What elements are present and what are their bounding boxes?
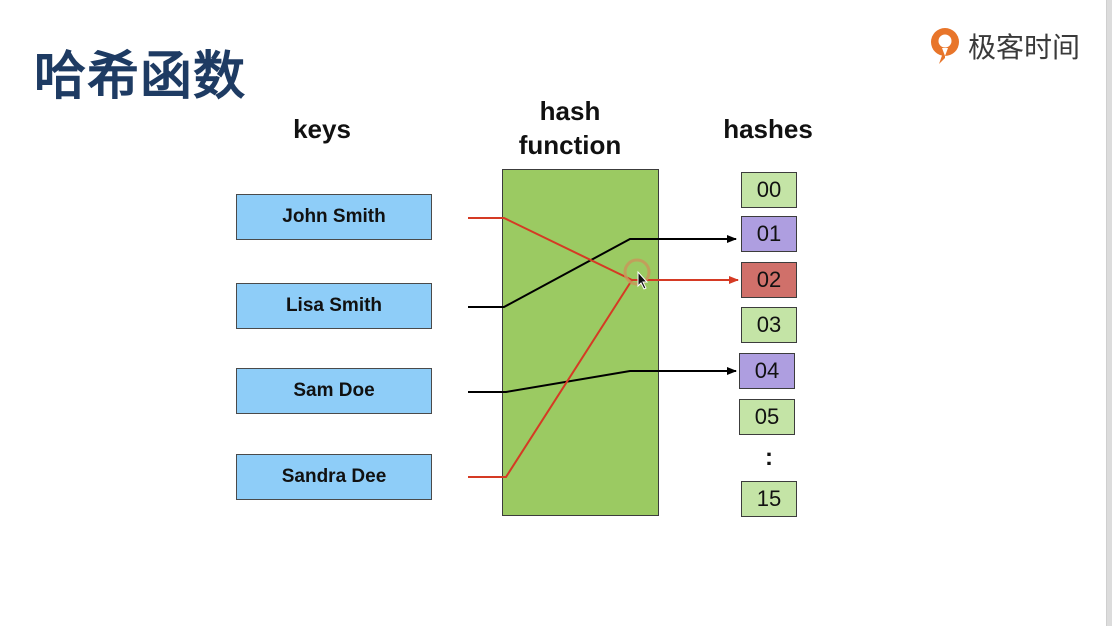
page-title: 哈希函数 bbox=[34, 47, 247, 107]
hash-function-box bbox=[502, 169, 659, 516]
hash-slot-02: 02 bbox=[741, 262, 797, 298]
key-box-sam-doe: Sam Doe bbox=[236, 368, 432, 414]
line-sam-doe-to-04 bbox=[468, 367, 737, 393]
hash-function-header-line2: function bbox=[518, 130, 622, 160]
click-highlight-icon bbox=[623, 258, 651, 286]
logo-text: 极客时间 bbox=[968, 31, 1081, 64]
mouse-cursor-icon bbox=[637, 270, 649, 290]
hash-slot-05: 05 bbox=[739, 399, 795, 435]
key-box-sandra-dee: Sandra Dee bbox=[236, 454, 432, 500]
geektime-logo-icon bbox=[931, 28, 959, 64]
hash-function-header-line1: hash bbox=[539, 96, 601, 126]
hashes-header: hashes bbox=[723, 114, 813, 144]
key-box-lisa-smith: Lisa Smith bbox=[236, 283, 432, 329]
hash-slot-01: 01 bbox=[741, 216, 797, 252]
line-sandra-dee-to-02 bbox=[468, 279, 633, 478]
brand-logo: 极客时间 bbox=[928, 26, 1080, 66]
key-box-john-smith: John Smith bbox=[236, 194, 432, 240]
line-lisa-smith-to-01 bbox=[468, 235, 737, 308]
hash-slot-15: 15 bbox=[741, 481, 797, 517]
hash-slots-ellipsis: : bbox=[765, 444, 773, 471]
keys-header: keys bbox=[293, 114, 351, 144]
hash-slot-03: 03 bbox=[741, 307, 797, 343]
hash-function-header: hash function bbox=[500, 94, 640, 162]
hash-slot-04: 04 bbox=[739, 353, 795, 389]
line-john-smith-to-02 bbox=[468, 217, 633, 281]
hash-slot-00: 00 bbox=[741, 172, 797, 208]
